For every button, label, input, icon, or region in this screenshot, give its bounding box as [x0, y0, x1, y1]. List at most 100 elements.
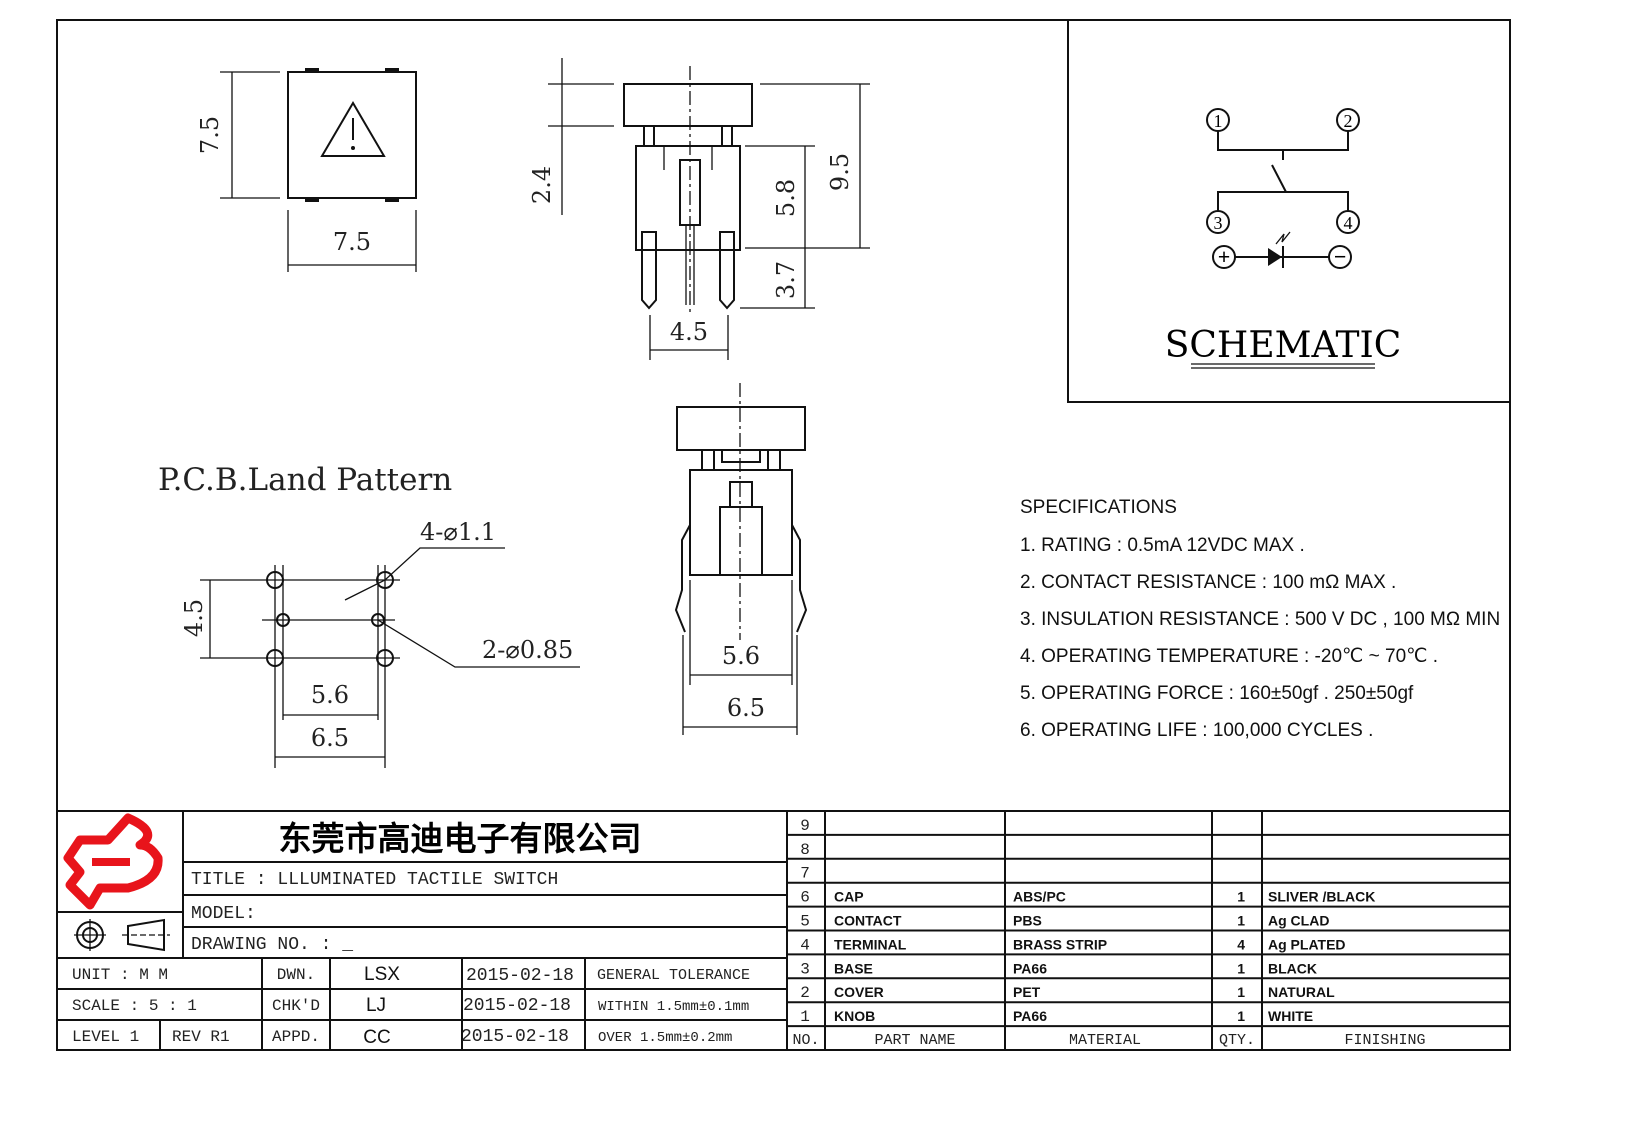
top-height-dim: 7.5 — [196, 116, 224, 154]
parts-cell-no: 7 — [800, 865, 810, 883]
specifications: SPECIFICATIONS 1. RATING : 0.5mA 12VDC M… — [1020, 497, 1500, 741]
parts-cell-finishing: Ag PLATED — [1268, 936, 1346, 952]
led-diode-icon — [1268, 248, 1282, 266]
spec-item: 3. INSULATION RESISTANCE : 500 V DC , 10… — [1020, 609, 1500, 630]
parts-cell-qty: 1 — [1237, 889, 1245, 905]
warning-triangle-icon — [320, 101, 386, 157]
parts-cell-material: ABS/PC — [1013, 889, 1066, 905]
parts-header: FINISHING — [1344, 1032, 1425, 1049]
pin-4: 4 — [1344, 213, 1353, 233]
pcb-hole-large-label: 4-⌀1.1 — [420, 518, 496, 546]
led-minus: − — [1334, 244, 1347, 269]
tolerance-over: OVER 1.5mm±0.2mm — [598, 1030, 732, 1046]
parts-cell-material: PBS — [1013, 913, 1042, 929]
parts-cell-qty: 1 — [1237, 960, 1245, 976]
parts-cell-finishing: NATURAL — [1268, 984, 1335, 1000]
side-view: 2.4 9.5 5.8 3.7 4.5 — [528, 58, 870, 360]
parts-cell-material: PA66 — [1013, 960, 1047, 976]
drawing-number: DRAWING NO. : _ — [191, 935, 353, 955]
dwn-label: DWN. — [277, 966, 315, 984]
pcb-hole-small-label: 2-⌀0.85 — [482, 636, 573, 664]
parts-cell-name: BASE — [834, 960, 873, 976]
spec-item: 6. OPERATING LIFE : 100,000 CYCLES . — [1020, 720, 1373, 741]
spec-item: 1. RATING : 0.5mA 12VDC MAX . — [1020, 535, 1305, 556]
sheet-border — [56, 19, 1511, 1051]
spec-item: 5. OPERATING FORCE : 160±50gf . 250±50gf — [1020, 683, 1414, 704]
parts-cell-name: KNOB — [834, 1008, 875, 1024]
parts-cell-name: CONTACT — [834, 913, 902, 929]
switch-contact-icon — [1271, 164, 1287, 193]
parts-cell-material: BRASS STRIP — [1013, 936, 1107, 952]
side-dim-5-8: 5.8 — [772, 179, 800, 217]
parts-header: QTY. — [1219, 1032, 1255, 1049]
pin-2: 2 — [1344, 111, 1353, 131]
appd-name: CC — [363, 1027, 390, 1048]
parts-cell-name: CAP — [834, 889, 864, 905]
parts-cell-no: 6 — [800, 889, 810, 907]
parts-cell-qty: 1 — [1237, 1008, 1245, 1024]
front-view: 5.6 6.5 — [674, 383, 808, 735]
parts-cell-qty: 1 — [1237, 984, 1245, 1000]
parts-cell-no: 9 — [800, 817, 810, 835]
parts-cell-material: PA66 — [1013, 1008, 1047, 1024]
pcb-land-pattern: P.C.B.Land Pattern 4.5 4-⌀1.1 2-⌀0.85 5.… — [158, 462, 580, 768]
parts-cell-no: 4 — [800, 936, 810, 954]
parts-cell-material: PET — [1013, 984, 1041, 1000]
top-width-dim: 7.5 — [333, 228, 371, 256]
tolerance-within: WITHIN 1.5mm±0.1mm — [598, 999, 749, 1015]
parts-header: PART NAME — [874, 1032, 955, 1049]
level-field: LEVEL 1 — [72, 1028, 139, 1046]
parts-cell-finishing: SLIVER /BLACK — [1268, 889, 1375, 905]
front-dim-6-5: 6.5 — [727, 694, 765, 722]
parts-cell-qty: 4 — [1237, 936, 1245, 952]
pin-1: 1 — [1214, 111, 1223, 131]
chk-name: LJ — [366, 995, 386, 1016]
spec-item: 2. CONTACT RESISTANCE : 100 mΩ MAX . — [1020, 572, 1396, 593]
chk-label: CHK'D — [272, 997, 320, 1015]
parts-cell-name: TERMINAL — [834, 936, 907, 952]
company-logo — [63, 813, 163, 910]
rev-field: REV R1 — [172, 1028, 230, 1046]
pcb-dim-5-6: 5.6 — [311, 681, 349, 709]
appd-label: APPD. — [272, 1028, 320, 1046]
chk-date: 2015-02-18 — [463, 996, 571, 1016]
scale-field: SCALE : 5 : 1 — [72, 997, 197, 1015]
parts-header: MATERIAL — [1069, 1032, 1141, 1049]
side-dim-4-5: 4.5 — [670, 318, 708, 346]
company-name: 东莞市高迪电子有限公司 — [279, 819, 642, 858]
parts-cell-name: COVER — [834, 984, 884, 1000]
side-dim-3-7: 3.7 — [772, 261, 800, 299]
pcb-dim-6-5: 6.5 — [311, 724, 349, 752]
schematic: 1 2 3 4 + − SCHEMATIC — [1067, 20, 1510, 403]
parts-cell-finishing: BLACK — [1268, 960, 1317, 976]
switch-outline — [287, 71, 417, 199]
top-view: 7.5 7.5 — [196, 68, 417, 272]
pcb-holes — [266, 571, 394, 667]
unit-field: UNIT : M M — [72, 966, 168, 984]
tolerance-title: GENERAL TOLERANCE — [597, 967, 750, 984]
dwn-date: 2015-02-18 — [466, 966, 574, 986]
parts-cell-no: 3 — [800, 960, 810, 978]
front-dim-5-6: 5.6 — [722, 642, 760, 670]
model-field: MODEL: — [191, 904, 256, 924]
parts-cell-finishing: Ag CLAD — [1268, 913, 1329, 929]
dwn-name: LSX — [364, 964, 400, 985]
parts-cell-no: 8 — [800, 841, 810, 859]
led-plus: + — [1218, 244, 1231, 269]
pcb-title: P.C.B.Land Pattern — [158, 462, 452, 498]
spec-item: 4. OPERATING TEMPERATURE : -20℃ ~ 70℃ . — [1020, 646, 1438, 667]
side-dim-9-5: 9.5 — [826, 153, 854, 191]
parts-cell-no: 5 — [800, 913, 810, 931]
appd-date: 2015-02-18 — [461, 1027, 569, 1047]
title-block: 东莞市高迪电子有限公司 TITLE : LLLUMINATED TACTILE … — [57, 810, 1510, 1050]
pcb-dim-4-5: 4.5 — [180, 599, 208, 637]
parts-cell-no: 1 — [800, 1008, 810, 1026]
parts-header: NO. — [792, 1032, 819, 1049]
first-angle-projection-icon — [74, 918, 170, 952]
pin-3: 3 — [1214, 213, 1223, 233]
parts-cell-qty: 1 — [1237, 913, 1245, 929]
drawing-title: TITLE : LLLUMINATED TACTILE SWITCH — [191, 870, 558, 890]
parts-cell-finishing: WHITE — [1268, 1008, 1313, 1024]
